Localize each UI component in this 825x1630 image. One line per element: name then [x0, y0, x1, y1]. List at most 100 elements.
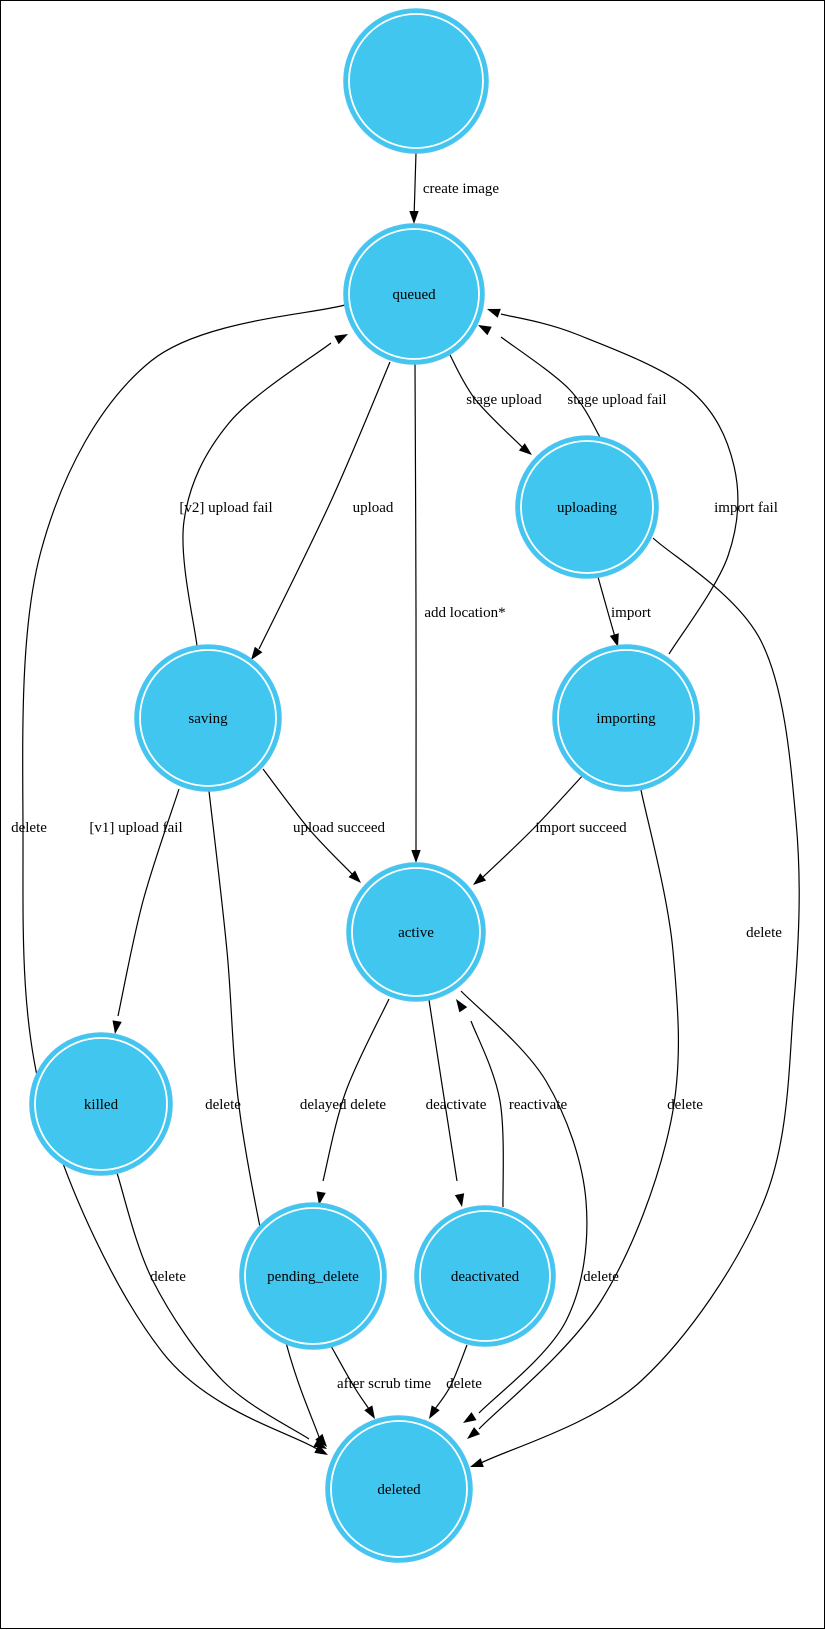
edge-importing-deleted: delete	[467, 789, 703, 1439]
arrowhead-icon	[478, 325, 492, 336]
edge-queued-active: add location*	[411, 363, 506, 863]
node-pending_delete: pending_delete	[239, 1202, 387, 1350]
edge-active-deactivated: deactivate	[426, 999, 487, 1207]
arrowhead-icon	[411, 850, 421, 863]
edge-queued-saving: upload	[251, 361, 394, 660]
node-label: pending_delete	[267, 1269, 359, 1285]
node-saving: saving	[134, 644, 282, 792]
edge-uploading-deleted: delete	[470, 537, 800, 1467]
edge-label: delete	[583, 1269, 619, 1285]
node-deleted: deleted	[325, 1415, 473, 1563]
arrowhead-icon	[313, 1438, 327, 1449]
edge-killed-deleted: delete	[116, 1172, 327, 1449]
edge-label: delayed delete	[300, 1097, 387, 1113]
edge-line	[414, 363, 417, 855]
node-inner-ring	[419, 1210, 551, 1342]
edge-line	[262, 768, 354, 876]
edge-line	[478, 789, 679, 1430]
arrowhead-icon	[112, 1020, 122, 1034]
edge-line	[470, 1020, 504, 1208]
node-inner-ring	[139, 649, 277, 787]
node-inner-ring	[351, 867, 481, 997]
node-inner-ring	[330, 1420, 468, 1558]
arrowhead-icon	[429, 1405, 440, 1419]
arrowhead-icon	[487, 308, 501, 318]
node-inner-ring	[557, 649, 695, 787]
arrowhead-icon	[364, 1405, 375, 1419]
node-label: killed	[84, 1097, 119, 1113]
node-outer-circle	[515, 435, 659, 579]
edge-label: import fail	[714, 500, 778, 516]
edge-label: delete	[746, 925, 782, 941]
edge-queued-uploading: stage upload	[448, 352, 542, 455]
edge-label: [v1] upload fail	[89, 820, 182, 836]
edge-line	[182, 342, 332, 647]
edge-deactivated-active: reactivate	[456, 999, 568, 1208]
edge-start-queued: create image	[409, 152, 499, 224]
edge-line	[428, 999, 458, 1182]
edge-line	[330, 1345, 370, 1410]
arrowhead-icon	[348, 870, 361, 883]
edge-label: import	[611, 605, 652, 621]
edge-uploading-queued: stage upload fail	[478, 325, 667, 440]
edge-label: after scrub time	[337, 1376, 431, 1392]
edge-line	[597, 576, 616, 638]
edge-label: import succeed	[535, 820, 627, 836]
edge-line	[480, 537, 800, 1464]
edge-line	[500, 336, 602, 440]
node-label: queued	[392, 287, 436, 303]
node-inner-ring	[244, 1207, 382, 1345]
node-outer-circle	[134, 644, 282, 792]
node-label: deactivated	[451, 1269, 520, 1285]
edge-saving-active: upload succeed	[262, 768, 386, 883]
edge-line	[22, 304, 346, 1450]
node-inner-ring	[520, 440, 654, 574]
node-label: active	[398, 925, 434, 941]
node-label: deleted	[377, 1482, 421, 1498]
node-outer-circle	[343, 8, 489, 154]
node-inner-ring	[348, 13, 484, 149]
edge-line	[116, 1172, 310, 1440]
node-active: active	[346, 862, 486, 1002]
edge-line	[448, 352, 523, 448]
edge-label: delete	[150, 1269, 186, 1285]
node-label: saving	[188, 711, 228, 727]
edge-line	[434, 1344, 468, 1410]
edge-pending_delete-deleted: after scrub time	[330, 1345, 431, 1419]
arrowhead-icon	[473, 873, 487, 885]
edge-line	[258, 361, 391, 650]
node-outer-circle	[239, 1202, 387, 1350]
edge-line	[413, 152, 417, 218]
node-queued: queued	[343, 223, 485, 365]
edge-saving-deleted: delete	[205, 790, 327, 1447]
edge-importing-queued: import fail	[487, 308, 778, 655]
arrowhead-icon	[456, 999, 468, 1013]
edge-importing-active: import succeed	[473, 772, 627, 885]
node-start	[343, 8, 489, 154]
node-outer-circle	[343, 223, 485, 365]
edge-label: upload succeed	[293, 820, 386, 836]
arrowhead-icon	[454, 1193, 465, 1207]
edge-label: stage upload fail	[567, 392, 666, 408]
node-outer-circle	[552, 644, 700, 792]
node-outer-circle	[414, 1205, 556, 1347]
edge-label: delete	[446, 1376, 482, 1392]
edge-label: deactivate	[426, 1097, 487, 1113]
edge-label: delete	[11, 820, 47, 836]
node-label: importing	[596, 711, 656, 727]
edge-active-deleted: delete	[460, 990, 619, 1423]
arrowhead-icon	[467, 1427, 480, 1439]
edge-uploading-importing: import	[597, 576, 652, 647]
node-importing: importing	[552, 644, 700, 792]
edge-line	[208, 790, 320, 1438]
edge-label: upload	[353, 500, 394, 516]
arrowhead-icon	[518, 443, 532, 455]
arrowhead-icon	[316, 1191, 326, 1205]
node-outer-circle	[346, 862, 486, 1002]
edge-line	[482, 772, 586, 878]
edge-label: delete	[667, 1097, 703, 1113]
edge-label: reactivate	[509, 1097, 568, 1113]
arrowhead-icon	[251, 646, 263, 660]
